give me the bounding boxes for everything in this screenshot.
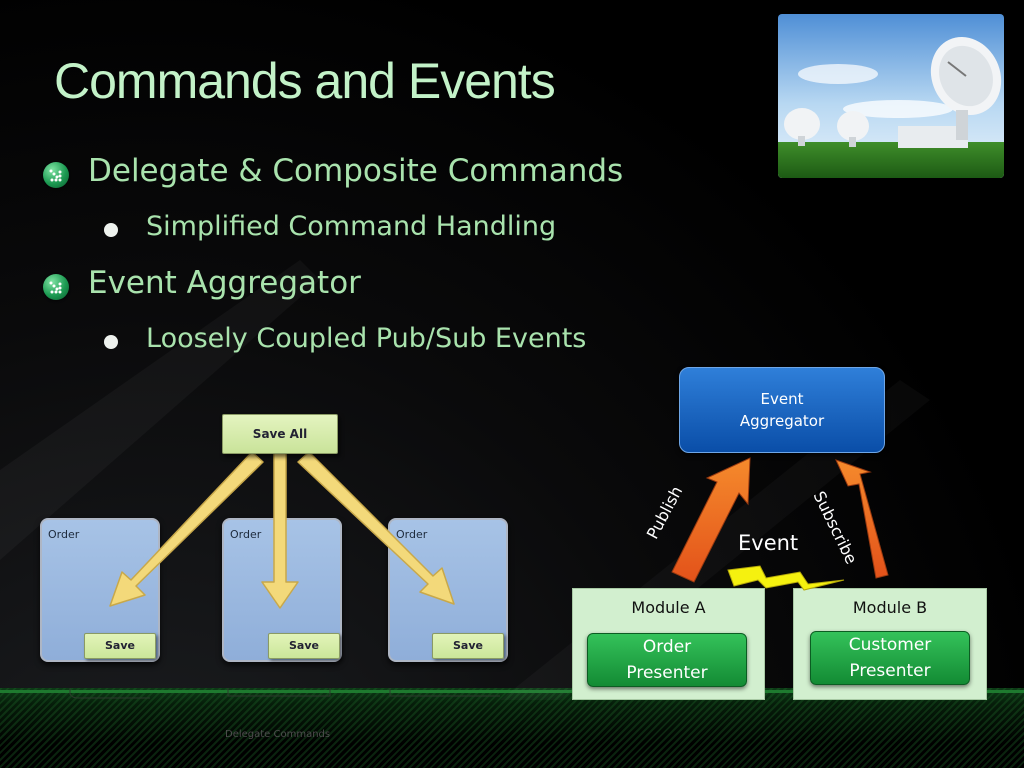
diagram-caption: Delegate Commands (225, 729, 331, 740)
arrow-to-left-card (109, 451, 264, 607)
presenter-label-line2: Presenter (626, 663, 708, 683)
bullet-item: Delegate & Composite Commands (88, 153, 624, 189)
save-button[interactable]: Save (432, 633, 504, 659)
save-all-button[interactable]: Save All (222, 414, 338, 454)
dot-bullet-icon (104, 335, 118, 349)
arrow-to-center-card (261, 451, 299, 609)
event-aggregator-box: Event Aggregator (679, 367, 885, 453)
lightning-bolt-icon (727, 565, 845, 591)
presenter-label-line1: Order (642, 637, 692, 657)
card-title: Order (48, 528, 80, 541)
order-presenter[interactable]: Order Presenter (587, 633, 747, 687)
module-b-box: Module B Customer Presenter (793, 588, 987, 700)
arrow-bullet-icon (43, 274, 69, 300)
module-a-box: Module A Order Presenter (572, 588, 765, 700)
slide-title: Commands and Events (54, 53, 556, 109)
customer-presenter[interactable]: Customer Presenter (810, 631, 970, 685)
sub-bullet-item: Loosely Coupled Pub/Sub Events (146, 323, 587, 354)
card-title: Order (396, 528, 428, 541)
floor-gradient (0, 688, 1024, 768)
satellite-dishes-photo (778, 14, 1004, 178)
sub-bullet-item: Simplified Command Handling (146, 211, 557, 242)
aggregator-label-line2: Aggregator (739, 412, 825, 430)
module-a-title: Module A (631, 598, 706, 617)
module-b-title: Module B (852, 598, 928, 617)
presenter-label-line1: Customer (848, 635, 932, 655)
event-label: Event (738, 531, 799, 555)
subscribe-arrow (835, 459, 889, 579)
aggregator-label-line1: Event (760, 390, 804, 408)
dot-bullet-icon (104, 223, 118, 237)
save-button[interactable]: Save (268, 633, 340, 659)
presenter-label-line2: Presenter (849, 661, 931, 681)
arrow-bullet-icon (43, 162, 69, 188)
publish-arrow (671, 457, 751, 583)
floor-line (0, 690, 1024, 693)
save-button[interactable]: Save (84, 633, 156, 659)
card-title: Order (230, 528, 262, 541)
arrow-to-right-card (297, 451, 455, 605)
bullet-item: Event Aggregator (88, 265, 361, 301)
